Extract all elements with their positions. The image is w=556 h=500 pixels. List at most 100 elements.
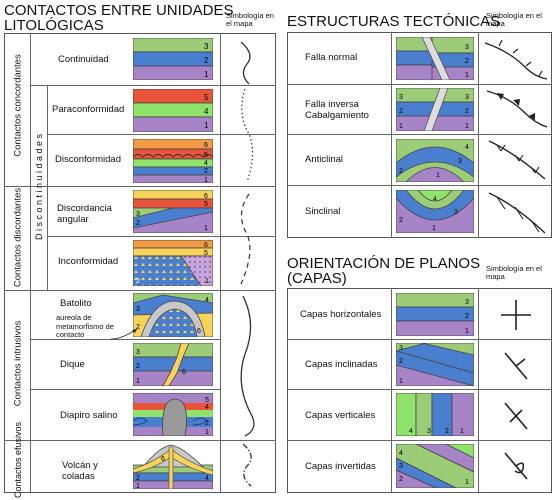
symbol-capas-horizontales [501,300,531,330]
label-paraconformidad: Paraconformidad [52,104,125,115]
svg-text:6: 6 [204,193,208,200]
group-efusivos: Contactos efusivos [13,421,23,499]
label-batolito: Batolito [60,298,92,309]
svg-text:2: 2 [399,108,403,115]
diagram-volcan: 6 2 1 4 [133,444,213,489]
svg-text:1: 1 [465,479,469,486]
label-volcan: Volcán y coladas [62,460,98,482]
group-intrusivos: Contactos intrusivos [12,320,24,407]
symbol-intrusivos [240,295,255,437]
left-title-line1: CONTACTOS ENTRE UNIDADES [4,2,234,19]
svg-text:1: 1 [432,225,436,232]
right-simbologia-bottom: Simbología en el mapa [486,264,542,281]
label-aureola: aureola de metamorfismo de contacto [56,313,114,339]
svg-text:2: 2 [136,475,140,482]
svg-text:4: 4 [204,107,209,116]
diagram-capas-invertidas: 4 3 2 1 [396,444,474,488]
svg-text:2: 2 [399,476,403,483]
diagram-batolito: 4 3 2 6 [133,293,213,337]
diagram-paraconformidad: 5 4 1 [133,89,213,132]
diagram-sinclinal: 4 3 2 1 [396,190,474,233]
svg-text:1: 1 [204,177,208,183]
right-title-orientacion-1: ORIENTACIÓN DE PLANOS [287,255,481,272]
label-diapiro: Diapiro salino [60,410,118,421]
svg-text:3: 3 [454,209,458,216]
svg-text:5: 5 [204,152,208,159]
svg-text:5: 5 [204,250,208,257]
svg-text:1: 1 [465,72,469,79]
diagram-falla-normal: 3 2 1 [396,37,474,80]
diagram-capas-horizontales: 3 2 1 [396,293,474,336]
label-capas-invertidas: Capas invertidas [305,461,376,472]
symbol-discordantes [240,193,251,285]
svg-text:6: 6 [182,369,186,376]
aureola-arrow [110,328,138,340]
svg-text:2: 2 [136,278,140,285]
label-falla-inversa: Falla inversa Cabalgamiento [305,99,369,121]
label-capas-verticales: Capas verticales [305,410,376,421]
group-concordantes: Contactos concordantes [12,54,24,157]
svg-text:3: 3 [204,42,209,51]
svg-text:2: 2 [136,324,140,331]
symbol-anticlinal [488,140,546,180]
capas-map-symbols [501,300,531,480]
svg-text:1: 1 [205,278,209,285]
svg-text:3: 3 [136,349,140,356]
svg-text:1: 1 [204,225,208,232]
svg-text:2: 2 [204,56,209,65]
svg-text:4: 4 [433,196,437,203]
group-discontinuidades: D i s c o n t i n u i d a d e s [34,133,44,241]
svg-text:1: 1 [399,378,403,385]
svg-text:1: 1 [136,378,140,385]
svg-text:6: 6 [161,456,165,463]
label-disconformidad: Disconformidad [55,154,121,165]
svg-text:2: 2 [136,363,140,370]
svg-text:5: 5 [204,201,208,208]
svg-text:4: 4 [205,475,209,482]
diagram-inconformidad: 6 5 2 1 [133,240,213,286]
diagram-capas-inclinadas: 3 2 1 [396,343,474,386]
symbol-capas-verticales [504,402,528,430]
symbol-capas-invertidas [504,452,528,480]
symbol-sinclinal [488,192,546,234]
svg-text:6: 6 [204,142,208,149]
label-continuidad: Continuidad [58,54,109,65]
svg-text:1: 1 [436,172,440,179]
svg-text:2: 2 [399,217,403,224]
svg-text:1: 1 [465,328,469,335]
right-title-estructuras: ESTRUCTURAS TECTÓNICAS [287,13,501,30]
svg-text:3: 3 [399,463,403,470]
svg-text:3: 3 [136,306,140,313]
symbol-continuidad [240,41,251,85]
symbol-falla-normal [484,39,548,80]
svg-text:5: 5 [205,397,209,404]
svg-text:2: 2 [204,168,208,175]
svg-text:3: 3 [399,94,403,101]
symbol-falla-inversa [486,90,548,128]
svg-text:3: 3 [465,94,469,101]
label-discordancia: Discordancia angular [57,203,112,225]
svg-text:6: 6 [197,328,201,335]
label-falla-normal: Falla normal [305,52,358,63]
svg-text:2: 2 [445,428,449,435]
left-map-symbols [240,41,255,487]
tectonic-map-symbols [484,39,548,234]
diagram-disconformidad: 6 5 4 2 1 [133,139,213,183]
svg-text:4: 4 [204,160,208,167]
svg-text:5: 5 [204,93,209,102]
svg-text:1: 1 [460,428,464,435]
diagram-anticlinal: 4 3 2 1 [396,139,474,182]
label-sinclinal: Sinclinal [305,206,341,217]
symbol-capas-inclinadas [504,352,528,380]
diagram-continuidad: 3 2 1 [133,38,213,80]
label-capas-horizontales: Capas horizontales [300,309,382,320]
svg-text:3: 3 [136,211,140,218]
svg-text:6: 6 [204,242,208,249]
svg-text:3: 3 [458,158,462,165]
diagram-dique: 3 2 1 6 [133,343,213,386]
svg-text:2: 2 [465,313,469,320]
diagram-discordancia: 6 5 3 2 1 [133,190,213,233]
label-inconformidad: Inconformidad [58,256,119,267]
diagram-falla-inversa: 3 2 1 3 2 1 [396,88,474,131]
svg-text:3: 3 [465,299,469,306]
